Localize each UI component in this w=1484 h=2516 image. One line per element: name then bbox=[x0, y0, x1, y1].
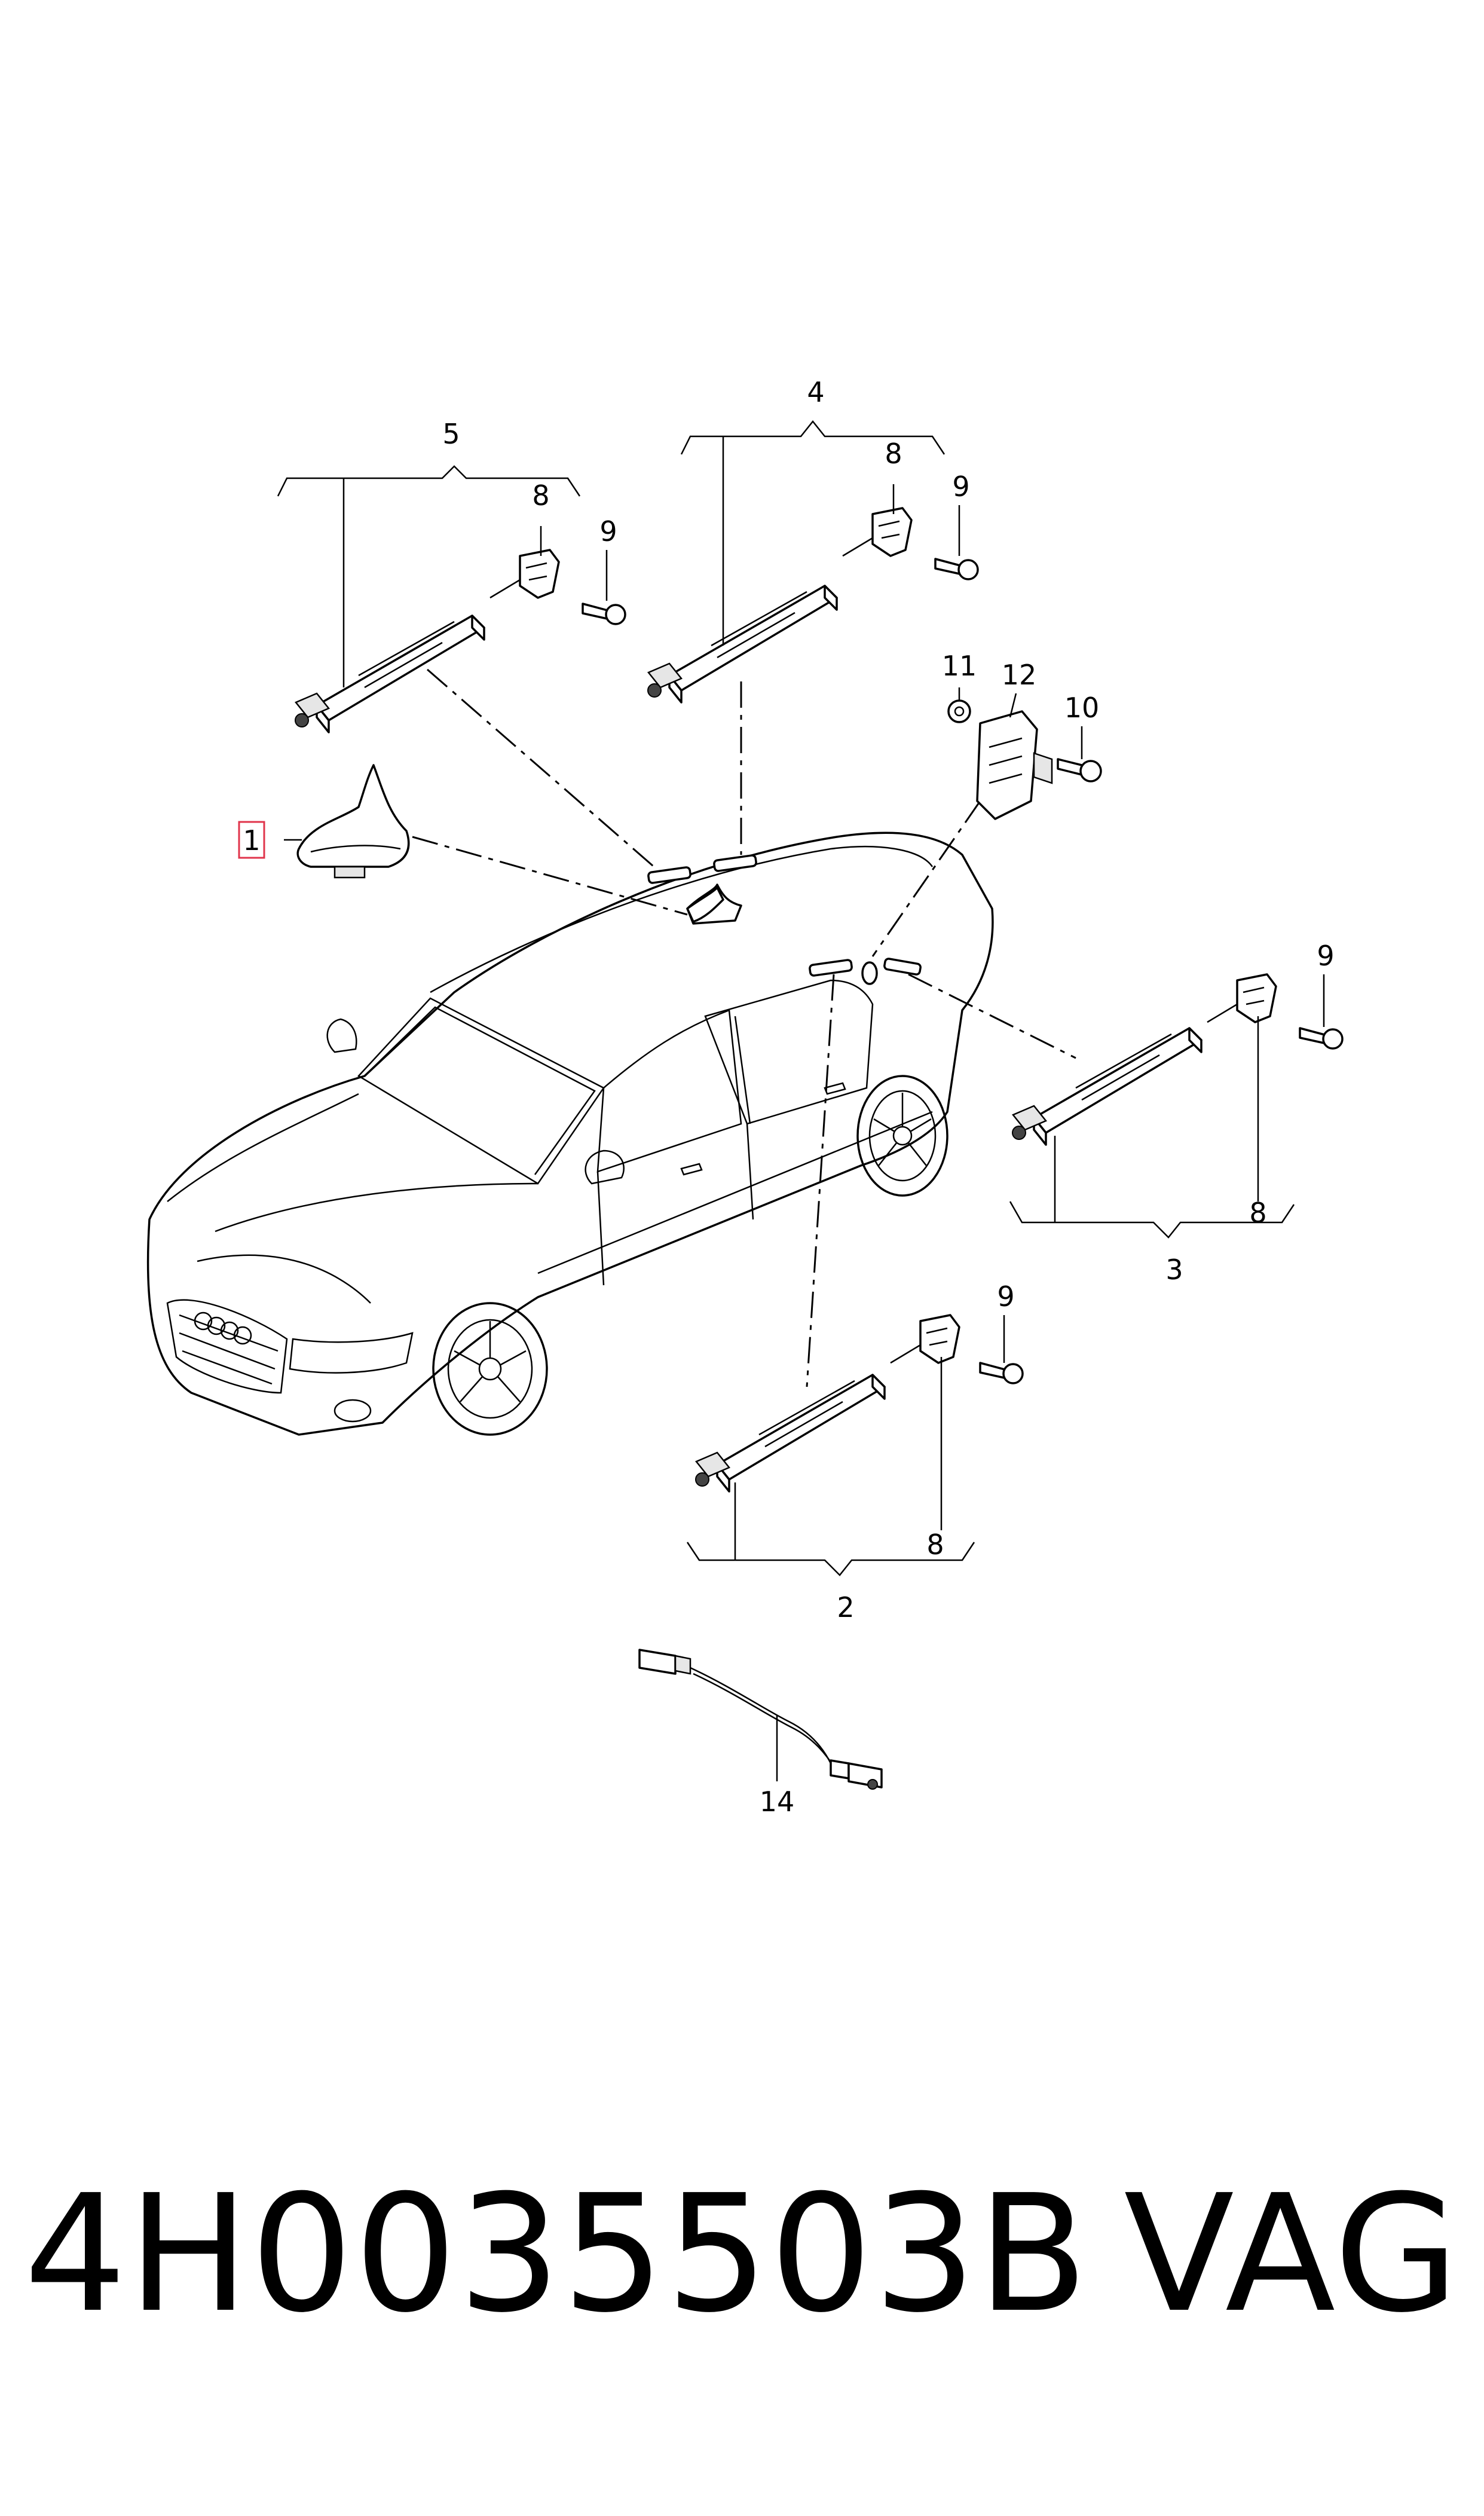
callout-9-top-left[interactable]: 9 bbox=[599, 515, 617, 548]
bracket-12 bbox=[976, 710, 1053, 820]
callout-5[interactable]: 5 bbox=[442, 418, 460, 450]
callout-11[interactable]: 11 bbox=[942, 650, 977, 682]
antenna-amplifier-5 bbox=[294, 615, 485, 733]
antenna-amplifier-4 bbox=[647, 585, 838, 704]
cable-14 bbox=[638, 1649, 883, 1790]
callout-9-right[interactable]: 9 bbox=[1317, 940, 1334, 972]
callout-leaders bbox=[277, 420, 1325, 1781]
callout-labels: 1 2 3 4 5 8 8 8 8 9 9 9 9 10 11 12 14 bbox=[238, 376, 1335, 1818]
nut-11 bbox=[947, 699, 971, 723]
callout-2[interactable]: 2 bbox=[837, 1591, 854, 1624]
footer: 4H0035503B VAG bbox=[24, 2160, 1460, 2348]
clip-and-screw-2 bbox=[890, 1314, 1024, 1384]
clip-and-screw-3 bbox=[1207, 973, 1344, 1050]
callout-8-bottom[interactable]: 8 bbox=[926, 1528, 944, 1561]
callout-9-bottom[interactable]: 9 bbox=[997, 1280, 1014, 1313]
callout-14[interactable]: 14 bbox=[760, 1786, 795, 1818]
callout-10[interactable]: 10 bbox=[1064, 692, 1100, 724]
highlight-box bbox=[238, 821, 265, 859]
callout-4[interactable]: 4 bbox=[807, 376, 824, 408]
antenna-amplifier-2 bbox=[694, 1374, 886, 1493]
leader-lines bbox=[412, 668, 1076, 1387]
callout-8-top-center[interactable]: 8 bbox=[885, 438, 902, 470]
callout-8-right[interactable]: 8 bbox=[1249, 1197, 1266, 1229]
callout-3[interactable]: 3 bbox=[1165, 1254, 1183, 1286]
part-number: 4H0035503B bbox=[24, 2159, 1090, 2348]
callout-9-top-center[interactable]: 9 bbox=[952, 470, 969, 503]
antenna-amplifier-3 bbox=[1011, 1027, 1203, 1146]
callout-12[interactable]: 12 bbox=[1002, 659, 1037, 691]
brand-label: VAG bbox=[1124, 2159, 1460, 2348]
bolt-10 bbox=[1057, 758, 1102, 782]
car-illustration bbox=[146, 831, 994, 1436]
mounting-positions bbox=[647, 854, 922, 985]
callout-1[interactable]: 1 bbox=[243, 824, 260, 857]
roof-antenna-1 bbox=[296, 764, 410, 879]
callout-8-top-left[interactable]: 8 bbox=[532, 479, 549, 512]
clip-and-screw-4 bbox=[842, 507, 979, 580]
clip-and-screw-5 bbox=[489, 549, 626, 625]
